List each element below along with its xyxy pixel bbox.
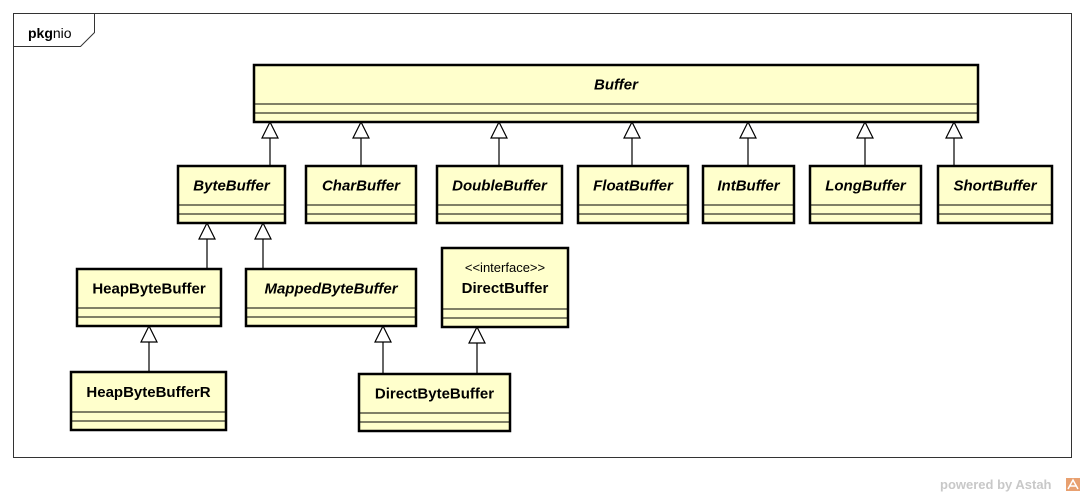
- generalization-arrowhead-icon: [261, 120, 279, 139]
- class-name: IntBuffer: [717, 178, 780, 195]
- generalization-arrowhead-icon: [198, 221, 216, 240]
- class-char-buffer[interactable]: CharBuffer: [304, 164, 418, 225]
- generalization-short-buffer-to-buffer: [945, 120, 963, 166]
- class-direct-byte-buffer[interactable]: DirectByteBuffer: [357, 372, 512, 433]
- generalization-arrowhead-icon: [490, 120, 508, 139]
- class-float-buffer[interactable]: FloatBuffer: [576, 164, 690, 225]
- class-name: DirectByteBuffer: [375, 386, 494, 403]
- generalization-arrowhead-icon: [856, 120, 874, 139]
- class-buffer[interactable]: Buffer: [252, 63, 980, 124]
- generalization-arrowhead-icon: [945, 120, 963, 139]
- generalization-heap-byte-buffer-to-byte-buffer: [198, 221, 216, 269]
- generalization-long-buffer-to-buffer: [856, 120, 874, 166]
- class-heap-byte-buffer-r[interactable]: HeapByteBufferR: [69, 370, 228, 432]
- class-name: FloatBuffer: [593, 178, 674, 195]
- class-name: DoubleBuffer: [452, 178, 548, 195]
- class-name: ShortBuffer: [953, 178, 1037, 195]
- generalization-float-buffer-to-buffer: [623, 120, 641, 166]
- class-name: Buffer: [594, 77, 639, 94]
- class-int-buffer[interactable]: IntBuffer: [701, 164, 796, 225]
- generalization-direct-byte-buffer-to-mapped-byte-buffer: [374, 324, 392, 374]
- generalization-int-buffer-to-buffer: [739, 120, 757, 166]
- class-name: CharBuffer: [322, 178, 401, 195]
- generalization-arrowhead-icon: [468, 325, 486, 344]
- generalization-arrowhead-icon: [623, 120, 641, 139]
- class-mapped-byte-buffer[interactable]: MappedByteBuffer: [244, 267, 418, 328]
- generalization-arrows: [140, 120, 963, 374]
- class-direct-buffer[interactable]: <<interface>> DirectBuffer: [440, 246, 570, 329]
- package-label: pkgnio: [28, 25, 72, 41]
- generalization-arrowhead-icon: [140, 324, 158, 343]
- class-short-buffer[interactable]: ShortBuffer: [936, 164, 1054, 225]
- class-box: [440, 246, 570, 329]
- class-stereotype: <<interface>>: [465, 260, 545, 275]
- class-name: DirectBuffer: [462, 280, 549, 297]
- generalization-heap-byte-buffer-r-to-heap-byte-buffer: [140, 324, 158, 372]
- generalization-char-buffer-to-buffer: [352, 120, 370, 166]
- class-name: MappedByteBuffer: [264, 281, 398, 298]
- generalization-double-buffer-to-buffer: [490, 120, 508, 166]
- class-byte-buffer[interactable]: ByteBuffer: [176, 164, 287, 225]
- class-name: HeapByteBufferR: [86, 384, 210, 401]
- astah-logo-icon: [1066, 478, 1080, 491]
- class-name: LongBuffer: [825, 178, 907, 195]
- watermark-text: powered by Astah: [940, 477, 1052, 492]
- generalization-mapped-byte-buffer-to-byte-buffer: [254, 221, 272, 269]
- class-double-buffer[interactable]: DoubleBuffer: [435, 164, 564, 225]
- package-name: nio: [53, 25, 72, 41]
- generalization-direct-byte-buffer-to-direct-buffer: [468, 325, 486, 374]
- astah-watermark: powered by Astah: [940, 477, 1080, 492]
- generalization-arrowhead-icon: [739, 120, 757, 139]
- class-long-buffer[interactable]: LongBuffer: [808, 164, 923, 225]
- generalization-arrowhead-icon: [374, 324, 392, 343]
- generalization-byte-buffer-to-buffer: [261, 120, 279, 166]
- class-name: HeapByteBuffer: [92, 281, 206, 298]
- class-heap-byte-buffer[interactable]: HeapByteBuffer: [75, 267, 223, 328]
- class-name: ByteBuffer: [193, 178, 271, 195]
- generalization-arrowhead-icon: [352, 120, 370, 139]
- package-keyword: pkg: [28, 25, 53, 41]
- generalization-arrowhead-icon: [254, 221, 272, 240]
- class-box: [69, 370, 228, 432]
